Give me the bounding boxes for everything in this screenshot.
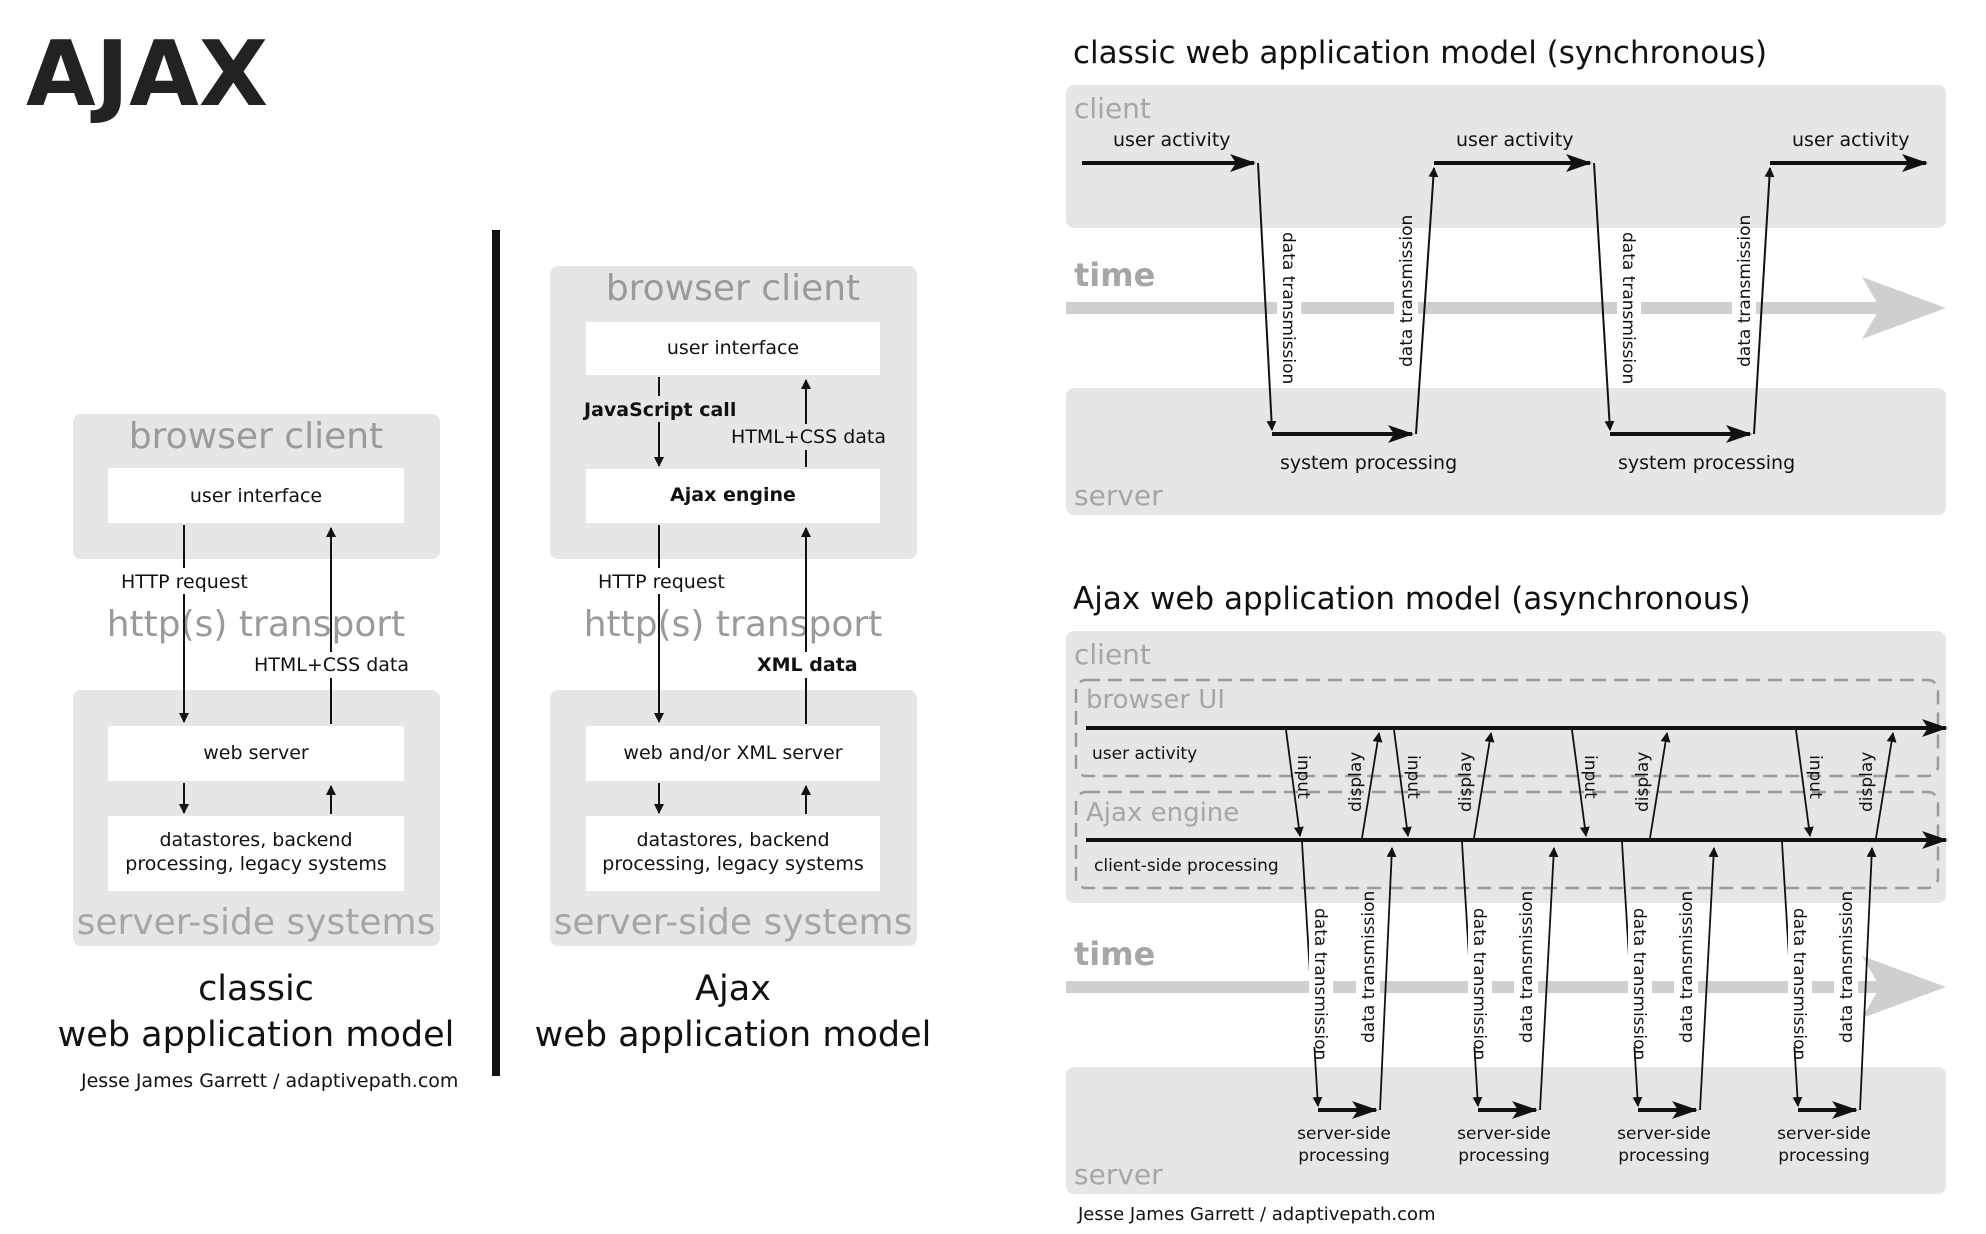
classic-top-zone: browser client [129,416,383,457]
server-proc-4a: server-side [1777,1124,1871,1144]
ajax-html-data: HTML+CSS data [731,426,886,448]
sync-sp-1: system processing [1280,452,1457,474]
server-dt-2a: data transmission [1469,908,1489,1060]
ajax-engine-box: Ajax engine [670,484,796,506]
server-dt-1b: data transmission [1359,891,1379,1043]
ajax-xml-data: XML data [757,654,858,676]
ajax-server-box: web and/or XML server [623,742,842,764]
ajax-bottom-zone: server-side systems [554,902,913,943]
async-client-processing: client-side processing [1094,856,1279,876]
io-group-1: input display [1285,729,1383,839]
ajax-request: HTTP request [598,571,725,593]
server-group-4: data transmission data transmission serv… [1777,841,1877,1166]
async-client-label: client [1074,638,1151,671]
io-group-4: input display [1795,729,1897,839]
page-title: AJAX [26,22,268,127]
sync-dt-1: data transmission [1278,232,1298,384]
classic-data-line1: datastores, backend [159,829,352,851]
async-time-label: time [1074,935,1155,973]
async-server-label: server [1074,1158,1163,1191]
async-heading: Ajax web application model (asynchronous… [1073,581,1751,617]
classic-data-line2: processing, legacy systems [125,853,386,875]
server-proc-3a: server-side [1617,1124,1711,1144]
io-input-3: input [1580,755,1600,799]
classic-caption-1: classic [198,969,314,1009]
divider [492,230,500,1076]
async-credit: Jesse James Garrett / adaptivepath.com [1077,1204,1436,1225]
classic-ui-box: user interface [190,485,322,507]
ajax-stack: browser client user interface Ajax engin… [535,266,932,1055]
server-proc-2b: processing [1458,1146,1550,1166]
io-input-4: input [1805,755,1825,799]
ajax-transport: http(s) transport [584,604,883,645]
io-display-2: display [1456,752,1476,812]
io-input-1: input [1293,755,1313,799]
classic-response: HTML+CSS data [254,654,409,676]
async-user-activity: user activity [1092,744,1197,764]
async-ajax-engine: Ajax engine [1086,798,1239,828]
sync-server-label: server [1074,479,1163,512]
io-display-1: display [1346,752,1366,812]
sync-ua-3: user activity [1792,129,1910,151]
sync-sp-2: system processing [1618,452,1795,474]
async-model: Ajax web application model (asynchronous… [1066,581,1948,1225]
sync-dt-2: data transmission [1397,215,1417,367]
io-display-4: display [1857,752,1877,812]
classic-caption-2: web application model [58,1015,455,1055]
server-proc-4b: processing [1778,1146,1870,1166]
server-dt-4a: data transmission [1789,908,1809,1060]
sync-client-label: client [1074,92,1151,125]
sync-heading: classic web application model (synchrono… [1073,35,1767,71]
io-input-2: input [1403,755,1423,799]
io-group-3: input display [1571,729,1671,839]
classic-bottom-zone: server-side systems [77,902,436,943]
server-proc-3b: processing [1618,1146,1710,1166]
classic-stack: browser client user interface web server… [58,414,458,1092]
ajax-data-line1: datastores, backend [636,829,829,851]
sync-ua-1: user activity [1113,129,1231,151]
classic-credit: Jesse James Garrett / adaptivepath.com [80,1070,458,1092]
server-group-2: data transmission data transmission serv… [1457,841,1559,1166]
ajax-caption-2: web application model [535,1015,932,1055]
sync-dt-3: data transmission [1618,232,1638,384]
ajax-js-call: JavaScript call [582,399,736,421]
server-proc-1b: processing [1298,1146,1390,1166]
ajax-data-line2: processing, legacy systems [602,853,863,875]
server-proc-2a: server-side [1457,1124,1551,1144]
ajax-ui-box: user interface [667,337,799,359]
server-group-3: data transmission data transmission serv… [1617,841,1719,1166]
classic-request: HTTP request [121,571,248,593]
server-dt-4b: data transmission [1837,891,1857,1043]
server-dt-2b: data transmission [1517,891,1537,1043]
ajax-top-zone: browser client [606,268,860,309]
server-proc-1a: server-side [1297,1124,1391,1144]
server-dt-3b: data transmission [1677,891,1697,1043]
server-dt-3a: data transmission [1629,908,1649,1060]
classic-transport: http(s) transport [107,604,406,645]
server-group-1: data transmission data transmission serv… [1297,841,1397,1166]
sync-model: classic web application model (synchrono… [1066,35,1946,515]
sync-dt-4: data transmission [1735,215,1755,367]
io-group-2: input display [1393,729,1495,839]
sync-time-label: time [1074,256,1155,294]
server-dt-1a: data transmission [1310,908,1330,1060]
io-display-3: display [1633,752,1653,812]
ajax-caption-1: Ajax [695,969,771,1009]
classic-server-box: web server [203,742,309,764]
async-browser-ui: browser UI [1086,685,1225,715]
sync-ua-2: user activity [1456,129,1574,151]
